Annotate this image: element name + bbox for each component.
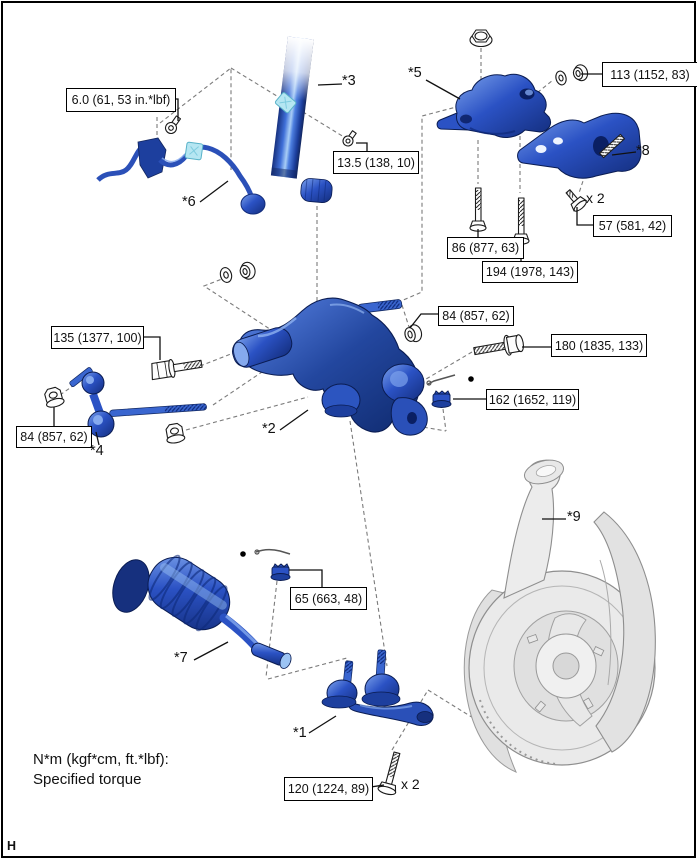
lower-arm-drawing	[232, 297, 428, 436]
torque-label-6nm: 6.0 (61, 53 in.*lbf)	[66, 88, 176, 112]
bushing-bracket-drawing	[436, 73, 552, 138]
bolt-180-icon	[473, 334, 524, 356]
part-callout-8: *8	[636, 143, 650, 159]
part-callout-4: *4	[90, 443, 104, 459]
torque-legend: N*m (kgf*cm, ft.*lbf): Specified torque	[33, 750, 169, 790]
part-callout-5: *5	[408, 65, 422, 81]
ball-joint-drawing	[321, 649, 434, 726]
torque-label-84nm-right: 84 (857, 62)	[438, 306, 514, 326]
bolt-13nm-icon	[342, 130, 357, 147]
torque-label-13nm: 13.5 (138, 10)	[333, 151, 419, 174]
torque-label-180nm: 180 (1835, 133)	[551, 334, 647, 357]
part-callout-9: *9	[567, 509, 581, 525]
bolt-135-icon	[151, 358, 203, 381]
quantity-note-57: x 2	[586, 190, 605, 206]
stabilizer-bracket-drawing	[517, 112, 642, 179]
torque-label-57nm: 57 (581, 42)	[593, 215, 672, 237]
bolt-86-icon	[469, 187, 487, 232]
torque-label-84nm-left: 84 (857, 62)	[16, 426, 92, 448]
nut-113-icon	[572, 64, 589, 82]
sensor-wire-drawing	[96, 137, 266, 215]
bolt-57-icon	[565, 189, 587, 212]
bolt-6nm-icon	[164, 115, 182, 135]
torque-label-86nm: 86 (877, 63)	[447, 237, 524, 259]
nut-arm-icon	[239, 261, 256, 280]
nut-arm-lower-icon	[165, 422, 186, 444]
castle-nut-65-icon	[270, 563, 291, 581]
knuckle-hub-drawing	[463, 459, 656, 773]
torque-label-135nm: 135 (1377, 100)	[51, 326, 144, 349]
legend-caption-line: Specified torque	[33, 771, 142, 788]
torque-label-113nm: 113 (1152, 83)	[602, 62, 697, 87]
stabilizer-link-drawing	[69, 367, 207, 438]
nut-84-right-icon	[404, 324, 423, 343]
nut-top-icon	[469, 29, 493, 48]
cotter-pin-65-icon	[240, 548, 291, 557]
washer-113-icon	[555, 70, 567, 86]
shock-clip-icon	[274, 92, 297, 114]
torque-label-194nm: 194 (1978, 143)	[482, 261, 578, 283]
part-callout-7: *7	[174, 650, 188, 666]
torque-label-65nm: 65 (663, 48)	[290, 587, 367, 610]
part-callout-1: *1	[293, 725, 307, 741]
tie-rod-drawing	[112, 554, 292, 669]
cotter-pin-162-icon	[426, 374, 474, 386]
part-callout-6: *6	[182, 194, 196, 210]
torque-label-120nm: 120 (1224, 89)	[284, 777, 373, 801]
shock-absorber-drawing	[270, 36, 333, 203]
hardware-fasteners	[44, 29, 589, 796]
nut-84-left-icon	[44, 386, 65, 408]
part-callout-2: *2	[262, 421, 276, 437]
legend-units-line: N*m (kgf*cm, ft.*lbf):	[33, 751, 169, 768]
torque-label-162nm: 162 (1652, 119)	[486, 389, 579, 410]
bolt-120-icon	[377, 751, 401, 796]
castle-nut-162-icon	[431, 390, 452, 408]
part-callout-3: *3	[342, 73, 356, 89]
washer-arm-icon	[219, 267, 233, 283]
quantity-note-120: x 2	[401, 776, 420, 792]
page-index-letter: H	[7, 839, 17, 853]
